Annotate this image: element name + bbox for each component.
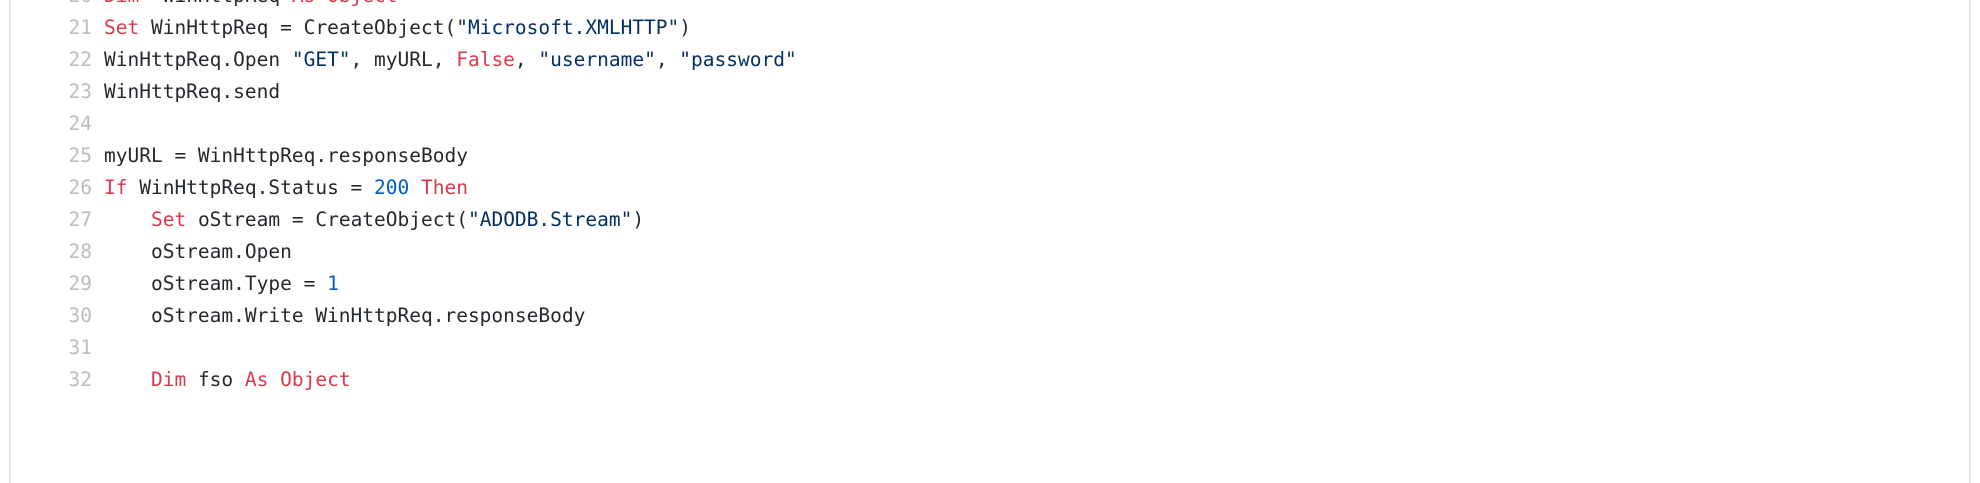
line-number[interactable]: 30: [68, 304, 92, 327]
line-code: oStream.Write WinHttpReq.responseBody: [104, 300, 585, 332]
code-token: WinHttpReq: [139, 0, 292, 7]
keyword-token: If: [104, 176, 128, 199]
line-code: Dim WinHttpReq As Object: [104, 0, 398, 12]
code-line: 23 WinHttpReq.send: [11, 76, 797, 108]
line-number[interactable]: 25: [68, 144, 92, 167]
code-line: 32 Dim fso As Object: [11, 364, 797, 396]
line-number[interactable]: 27: [68, 208, 92, 231]
line-number[interactable]: 26: [68, 176, 92, 199]
code-token: oStream.Open: [104, 240, 292, 263]
number-token: 200: [374, 176, 410, 199]
line-code: Set WinHttpReq = CreateObject("Microsoft…: [104, 12, 691, 44]
code-token: ): [632, 208, 645, 231]
code-token: [104, 368, 151, 391]
code-line: 24: [11, 108, 797, 140]
code-line: 29 oStream.Type = 1: [11, 268, 797, 300]
code-token: ,: [655, 48, 680, 71]
code-lines: 20Dim WinHttpReq As Object21Set WinHttpR…: [11, 0, 797, 396]
line-number[interactable]: 23: [68, 80, 92, 103]
code-token: fso: [186, 368, 245, 391]
code-line: 22 WinHttpReq.Open "GET", myURL, False, "…: [11, 44, 797, 76]
line-number[interactable]: 28: [68, 240, 92, 263]
keyword-token: Dim: [104, 0, 139, 7]
code-line: 25 myURL = WinHttpReq.responseBody: [11, 140, 797, 172]
line-number[interactable]: 20: [11, 0, 104, 12]
code-token: WinHttpReq = CreateObject(: [139, 16, 457, 39]
keyword-token: As Object: [292, 0, 398, 7]
line-number[interactable]: 29: [68, 272, 92, 295]
code-line: 20Dim WinHttpReq As Object: [11, 0, 797, 12]
code-token: ): [679, 16, 692, 39]
line-number[interactable]: 32: [68, 368, 92, 391]
line-code: myURL = WinHttpReq.responseBody: [104, 140, 468, 172]
string-token: "Microsoft.XMLHTTP": [456, 16, 680, 39]
line-code: WinHttpReq.Open "GET", myURL, False, "us…: [104, 44, 797, 76]
code-token: oStream = CreateObject(: [186, 208, 468, 231]
code-line: 31: [11, 332, 797, 364]
code-token: oStream.Type =: [104, 272, 328, 295]
string-token: "username": [538, 48, 656, 71]
code-token: myURL = WinHttpReq.responseBody: [104, 144, 468, 167]
code-token: , myURL,: [350, 48, 457, 71]
line-code: oStream.Open: [104, 236, 292, 268]
line-number[interactable]: 22: [68, 48, 92, 71]
line-code: oStream.Type = 1: [104, 268, 339, 300]
line-number[interactable]: 21: [68, 16, 92, 39]
code-line: 28 oStream.Open: [11, 236, 797, 268]
code-token: WinHttpReq.Open: [104, 48, 292, 71]
line-code: WinHttpReq.send: [104, 76, 280, 108]
code-line: 30 oStream.Write WinHttpReq.responseBody: [11, 300, 797, 332]
keyword-token: False: [456, 48, 515, 71]
string-token: "ADODB.Stream": [467, 208, 633, 231]
code-view: 20Dim WinHttpReq As Object21Set WinHttpR…: [9, 0, 1971, 483]
code-token: WinHttpReq.send: [104, 80, 281, 103]
code-token: ,: [514, 48, 539, 71]
line-code: If WinHttpReq.Status = 200 Then: [104, 172, 468, 204]
code-token: [409, 176, 421, 199]
code-line: 26 If WinHttpReq.Status = 200 Then: [11, 172, 797, 204]
number-token: 1: [327, 272, 339, 295]
line-number[interactable]: 24: [68, 112, 92, 135]
code-line: 21 Set WinHttpReq = CreateObject("Microso…: [11, 12, 797, 44]
code-line: 27 Set oStream = CreateObject("ADODB.Str…: [11, 204, 797, 236]
code-token: oStream.Write WinHttpReq.responseBody: [104, 304, 586, 327]
string-token: "GET": [291, 48, 351, 71]
code-token: [104, 208, 151, 231]
keyword-token: Then: [421, 176, 468, 199]
keyword-token: As Object: [244, 368, 351, 391]
string-token: "password": [679, 48, 797, 71]
keyword-token: Set: [150, 208, 187, 231]
keyword-token: Dim: [150, 368, 187, 391]
keyword-token: Set: [104, 16, 140, 39]
line-code: Dim fso As Object: [104, 364, 351, 396]
line-code: Set oStream = CreateObject("ADODB.Stream…: [104, 204, 644, 236]
code-token: WinHttpReq.Status =: [127, 176, 375, 199]
line-number[interactable]: 31: [68, 336, 92, 359]
